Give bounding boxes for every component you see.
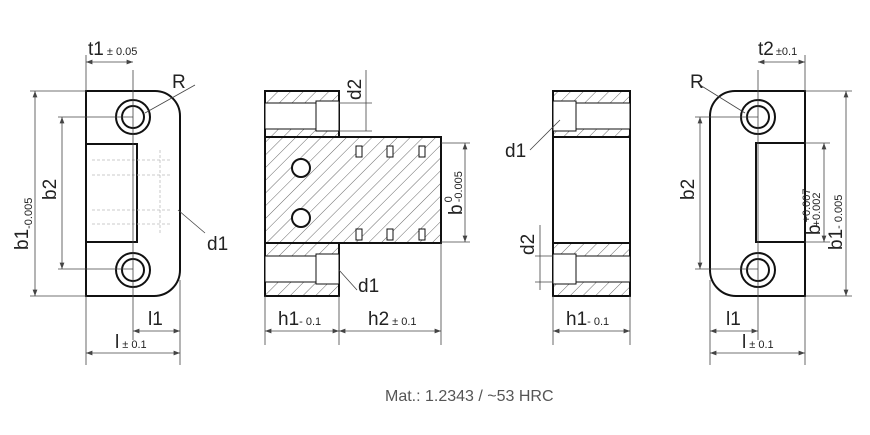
l1-label: l1: [726, 309, 741, 330]
svg-text:b+0.007+0.002: b+0.007+0.002: [801, 188, 825, 235]
svg-text:h1- 0.1: h1- 0.1: [566, 309, 609, 330]
svg-text:l± 0.1: l± 0.1: [742, 332, 774, 353]
l1-label: l1: [148, 309, 163, 330]
l-label: l: [115, 332, 119, 353]
h2-label: h2: [368, 309, 389, 330]
b1-label: b1: [12, 229, 33, 250]
t2-label: t2: [758, 39, 774, 60]
d1-label: d1: [207, 234, 228, 255]
svg-text:t2±0.1: t2±0.1: [758, 39, 797, 60]
d1-label: d1: [358, 276, 379, 297]
radius-label: R: [690, 72, 704, 93]
section-view-right: d1 d2 h1- 0.1: [505, 90, 631, 345]
svg-text:t1± 0.05: t1± 0.05: [88, 39, 137, 60]
b2-label: b2: [40, 179, 61, 200]
d2-label: d2: [345, 79, 366, 100]
b-label: b: [804, 224, 825, 235]
svg-text:h2± 0.1: h2± 0.1: [368, 309, 417, 330]
l-label: l: [742, 332, 746, 353]
front-view-left: t1± 0.05 R b1-0.005 b2 d1 l1 l± 0.1: [12, 39, 228, 365]
svg-text:b1-0.005: b1-0.005: [12, 198, 35, 250]
svg-text:b1- 0.005: b1- 0.005: [826, 195, 847, 250]
h1-label: h1: [278, 309, 299, 330]
b-label: b: [446, 204, 467, 215]
d1-label: d1: [505, 141, 526, 162]
b2-label: b2: [678, 179, 699, 200]
t1-label: t1: [88, 39, 104, 60]
d2-label: d2: [518, 234, 539, 255]
material-note: Mat.: 1.2343 / ~53 HRC: [385, 388, 554, 405]
h1-label: h1: [566, 309, 587, 330]
radius-label: R: [172, 72, 186, 93]
b1-label: b1: [826, 229, 847, 250]
section-view-middle: d2 d1 b0-0.005 h1- 0.1 h2± 0.1: [264, 70, 470, 345]
svg-text:h1- 0.1: h1- 0.1: [278, 309, 321, 330]
front-view-right: t2±0.1 R b2 b+0.007+0.002 b1- 0.005 l1 l…: [678, 39, 852, 365]
svg-text:l± 0.1: l± 0.1: [115, 332, 147, 353]
svg-text:b0-0.005: b0-0.005: [443, 171, 467, 215]
